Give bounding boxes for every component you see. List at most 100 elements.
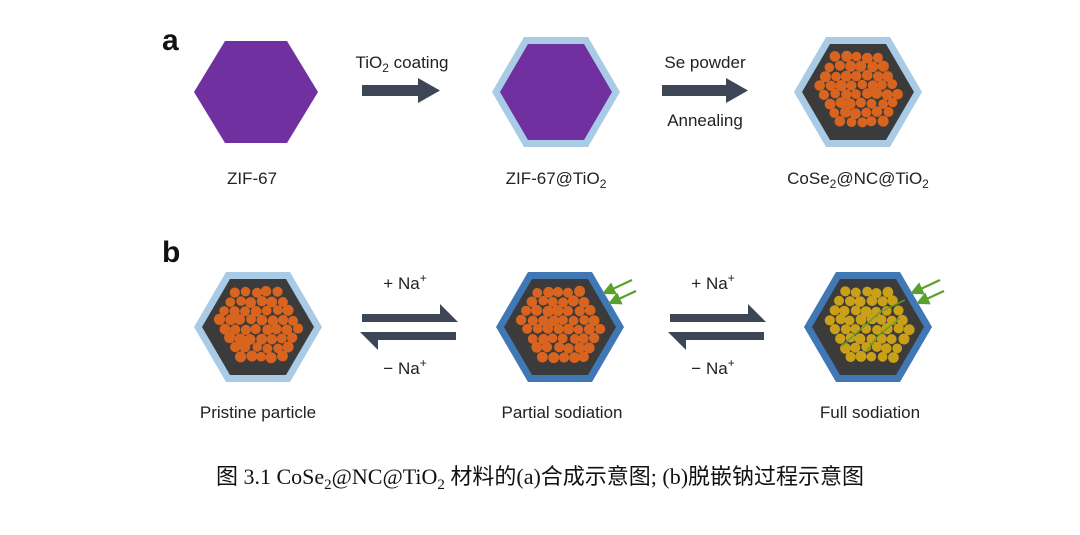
- core-particle: [846, 117, 857, 127]
- core-particle: [239, 341, 251, 353]
- core-particle: [588, 315, 600, 326]
- core-particle: [831, 71, 841, 82]
- core-particle: [846, 80, 857, 91]
- annealing-arrow: [662, 78, 748, 103]
- full-sodiation-particle: [804, 272, 932, 382]
- core-particle: [240, 286, 251, 297]
- core-particle: [261, 305, 272, 316]
- core-particle: [851, 51, 862, 62]
- core-particle: [558, 297, 569, 308]
- core-particle: [860, 306, 872, 318]
- tio2-coating-label: TiO2 coating: [356, 53, 449, 75]
- sodium-ion-arrows-2: [841, 279, 945, 353]
- core-particle: [547, 296, 558, 308]
- core-particle: [532, 323, 543, 334]
- core-particle: [841, 50, 853, 62]
- core-particle: [278, 314, 289, 326]
- stage-pristine-label: Pristine particle: [200, 403, 316, 422]
- core-particle: [854, 296, 866, 307]
- core-particle: [224, 331, 236, 344]
- core-particle: [841, 89, 852, 100]
- core-particle: [892, 343, 903, 354]
- core-particle: [867, 61, 879, 73]
- core-particle: [246, 314, 257, 325]
- core-particle: [554, 342, 565, 353]
- core-particle: [531, 304, 542, 316]
- core-particle: [861, 107, 872, 118]
- core-particle: [839, 305, 850, 317]
- core-particle: [588, 332, 600, 344]
- stage-zif67-label: ZIF-67: [227, 169, 277, 188]
- core-particle: [573, 324, 584, 335]
- core-particle: [272, 286, 283, 297]
- core-particle: [569, 334, 580, 344]
- stage-zif67-tio2-label: ZIF-67@TiO2: [506, 169, 607, 191]
- core-particle: [234, 314, 246, 325]
- core-particle: [277, 350, 288, 362]
- core-particle: [552, 286, 564, 298]
- core-particle: [861, 52, 873, 64]
- core-particle: [266, 296, 278, 308]
- core-particle: [537, 351, 548, 363]
- core-particle: [866, 351, 877, 362]
- core-particle: [521, 305, 531, 316]
- core-particle: [230, 341, 241, 353]
- core-particle: [219, 323, 231, 335]
- core-particle: [262, 324, 273, 336]
- core-particle: [855, 314, 867, 325]
- core-particle: [888, 352, 899, 363]
- core-particle: [548, 352, 560, 364]
- core-particle: [559, 352, 570, 363]
- core-particle: [872, 324, 882, 335]
- core-particle: [262, 343, 273, 354]
- core-particle: [532, 288, 543, 298]
- core-particle: [288, 315, 298, 326]
- core-particle: [273, 343, 283, 354]
- core-particle: [887, 97, 898, 108]
- core-particle: [845, 351, 856, 363]
- core-particle: [819, 71, 831, 83]
- core-particle: [814, 80, 825, 91]
- core-particle: [881, 343, 892, 354]
- core-particle: [225, 297, 236, 308]
- core-particle: [849, 108, 861, 120]
- cose2-nc-tio2-particle: [794, 37, 922, 147]
- core-particle: [903, 324, 915, 336]
- core-particle: [835, 80, 847, 92]
- core-particle: [252, 287, 262, 298]
- core-particle: [862, 88, 873, 99]
- core-particle: [256, 333, 268, 345]
- core-particle: [878, 99, 889, 109]
- core-particle: [260, 286, 272, 297]
- zif67-tio2-particle: [492, 37, 620, 147]
- core-particle: [548, 315, 560, 327]
- core-particle: [578, 297, 590, 308]
- core-particle: [574, 306, 585, 317]
- core-particle: [829, 305, 840, 316]
- core-particle: [240, 306, 250, 317]
- figure-caption: 图 3.1 CoSe2@NC@TiO2 材料的(a)合成示意图; (b)脱嵌钠过…: [216, 464, 864, 493]
- core-particle: [857, 117, 868, 128]
- panel-a-letter: a: [162, 24, 179, 57]
- partial-sodiation-particle: [496, 272, 624, 382]
- core-particle: [558, 315, 568, 325]
- plus-na-label-2: + Na+: [691, 271, 734, 293]
- core-particle: [557, 333, 568, 344]
- core-particle: [595, 323, 606, 335]
- annealing-label: Annealing: [667, 111, 743, 130]
- core-particle: [542, 323, 554, 334]
- core-particle: [840, 286, 851, 297]
- core-particle: [830, 88, 840, 99]
- core-particle: [844, 315, 855, 326]
- core-particle: [872, 52, 883, 63]
- core-particle: [840, 70, 852, 82]
- core-particle: [845, 296, 856, 307]
- core-particle: [855, 60, 867, 72]
- core-particle: [547, 333, 558, 343]
- core-particle: [877, 115, 889, 127]
- core-particle: [276, 333, 287, 344]
- core-particle: [850, 324, 861, 334]
- core-particle: [531, 341, 543, 353]
- core-particle: [552, 305, 564, 317]
- core-particle: [569, 352, 580, 363]
